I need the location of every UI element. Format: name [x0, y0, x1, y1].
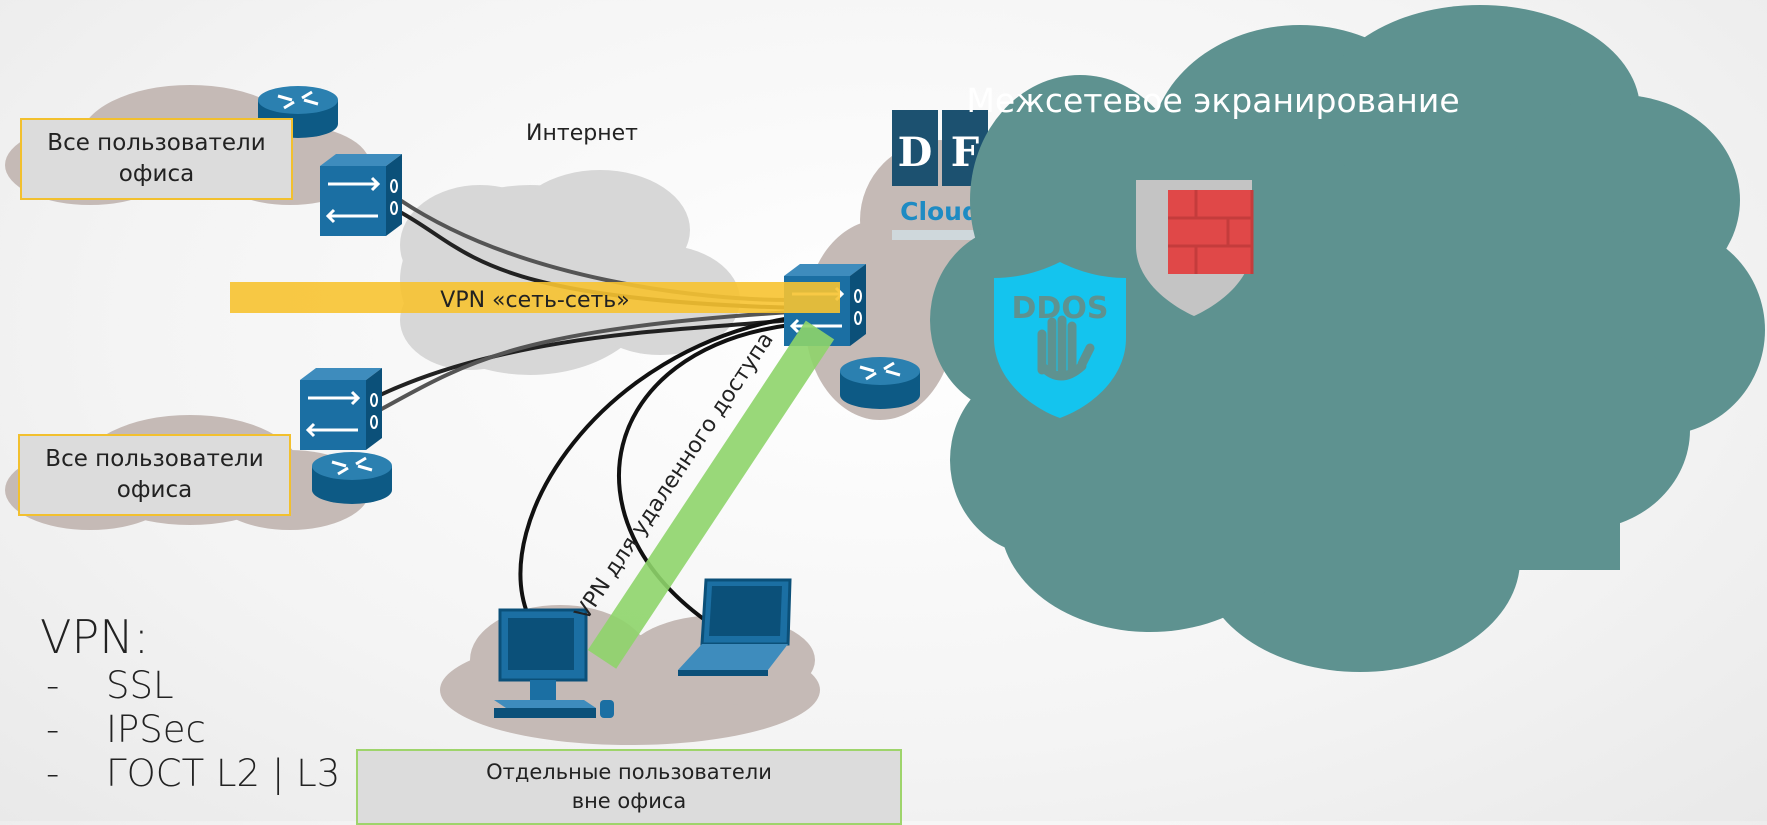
office-bottom-label-box: Все пользователи офиса [18, 434, 291, 516]
office-top-label: Все пользователи офиса [47, 130, 266, 187]
vpn-type-item: -SSL [46, 664, 174, 707]
office-bottom-router-icon [310, 450, 394, 506]
vpn-type-label: SSL [106, 664, 174, 707]
office-top-firewall-icon [318, 152, 404, 238]
laptop-icon [678, 578, 792, 676]
remote-vpn-band [587, 320, 835, 669]
vpn-type-item: -IPSec [46, 708, 206, 751]
vpn-types-heading: VPN: [40, 610, 150, 664]
office-top-label-box: Все пользователи офиса [20, 118, 293, 200]
firewall-shield-icon [1136, 180, 1254, 316]
datacenter-router-icon [838, 355, 922, 411]
office-bottom-label: Все пользователи офиса [45, 446, 264, 503]
site-vpn-label: VPN «сеть-сеть» [440, 288, 629, 313]
remote-users-label-box: Отдельные пользователи вне офиса [356, 749, 902, 825]
vpn-type-item: -ГОСТ L2 | L3 [46, 752, 341, 795]
office-bottom-firewall-icon [298, 366, 384, 452]
security-cloud [930, 5, 1765, 672]
vpn-type-label: ГОСТ L2 | L3 [106, 752, 341, 795]
firewall-label: Межсетевое экранирование [966, 81, 1459, 120]
logo-letter-d: D [898, 129, 933, 176]
logo-word: Cloud [900, 197, 980, 226]
vpn-type-label: IPSec [106, 708, 206, 751]
internet-label: Интернет [526, 121, 638, 146]
ddos-shield-icon [994, 262, 1126, 418]
remote-users-label: Отдельные пользователи вне офиса [486, 760, 772, 813]
site-vpn-band [230, 282, 840, 313]
ddos-label: DDOS [1012, 291, 1109, 326]
desktop-computer-icon [494, 608, 614, 718]
vpn-types-list: VPN: -SSL -IPSec -ГОСТ L2 | L3 [40, 610, 340, 796]
